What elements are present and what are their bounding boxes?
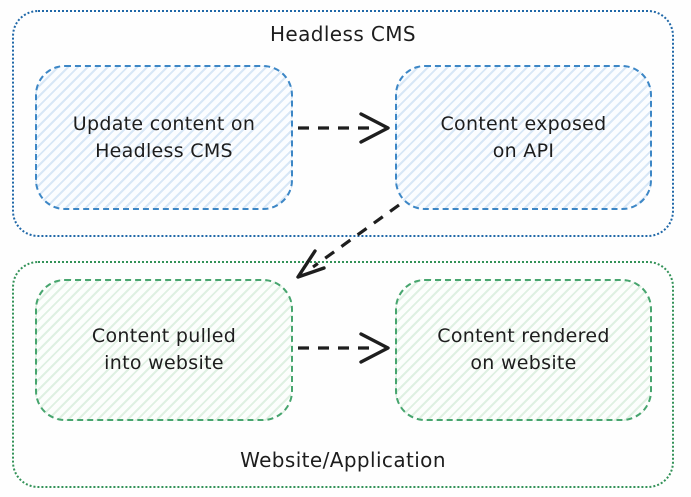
node-content-rendered-label: Content rendered on website [437,325,610,374]
node-content-pulled: Content pulled into website [35,279,293,421]
cluster-website-application-label: Website/Application [240,448,446,472]
node-content-pulled-label: Content pulled into website [91,325,237,374]
node-update-content-label: Update content on Headless CMS [72,112,256,162]
node-content-exposed: Content exposed on API [395,65,652,210]
node-content-exposed-label: Content exposed on API [440,112,607,162]
node-update-content: Update content on Headless CMS [35,65,293,210]
cluster-headless-cms-label: Headless CMS [269,22,417,46]
cluster-headless-cms: Headless CMS Update content on Headless … [12,10,674,237]
cluster-website-application: Content pulled into website Content rend… [12,261,674,488]
node-content-rendered: Content rendered on website [395,279,652,421]
